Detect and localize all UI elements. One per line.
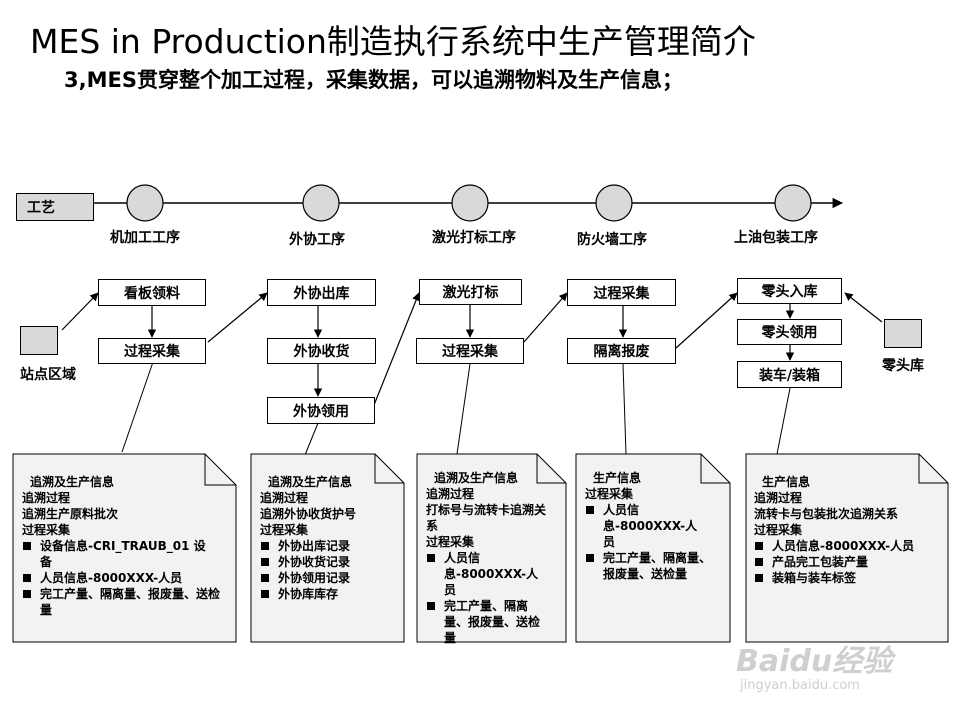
trace-note-1: 追溯及生产信息 追溯过程 追溯生产原料批次 过程采集 设备信息-CRI_TRAU… xyxy=(22,474,227,618)
note-line: 追溯过程 xyxy=(260,491,309,505)
station-area-label: 站点区域 xyxy=(20,367,76,383)
callout-line xyxy=(304,422,319,456)
flow-arrow xyxy=(207,292,268,343)
step-box: 激光打标 xyxy=(419,279,522,305)
note-bullet: 人员信息-8000XXX-人员 xyxy=(22,570,227,586)
flow-arrow xyxy=(844,292,883,323)
note-bullet: 外协出库记录 xyxy=(260,538,400,554)
note-bullet: 设备信息-CRI_TRAUB_01 设备 xyxy=(22,538,210,570)
operation-label: 激光打标工序 xyxy=(432,230,516,246)
note-line: 过程采集 xyxy=(585,487,634,501)
step-box: 隔离报废 xyxy=(567,338,676,364)
remainder-store-label: 零头库 xyxy=(882,358,924,374)
note-bullet: 完工产量、隔离量、报废量、送检量 xyxy=(426,598,549,646)
callout-line xyxy=(622,363,627,455)
step-box: 装车/装箱 xyxy=(737,361,842,388)
timeline-node xyxy=(451,184,489,222)
flow-arrow xyxy=(371,292,421,411)
timeline-node xyxy=(126,184,164,222)
step-box: 外协收货 xyxy=(267,338,376,364)
baidu-watermark-url: jingyan.baidu.com xyxy=(740,678,860,693)
note-line: 流转卡与包装批次追溯关系 xyxy=(754,507,899,521)
flow-arrow xyxy=(675,292,738,349)
flow-arrow xyxy=(61,292,99,331)
operation-label: 外协工序 xyxy=(289,232,345,248)
note-bullet: 人员信息-8000XXX-人员 xyxy=(585,502,708,550)
step-box: 过程采集 xyxy=(416,338,524,364)
timeline-node xyxy=(302,184,340,222)
note-line: 打标号与流转卡追溯关系 xyxy=(426,503,547,533)
note-bullet: 装箱与装车标签 xyxy=(754,570,939,586)
callout-line xyxy=(121,361,154,453)
note-heading: 追溯及生产信息 xyxy=(434,471,519,485)
note-bullet: 产品完工包装产量 xyxy=(754,554,939,570)
step-box: 外协出库 xyxy=(267,279,376,306)
station-area-icon xyxy=(20,326,58,355)
note-bullet: 外协收货记录 xyxy=(260,554,400,570)
note-line: 过程采集 xyxy=(260,523,309,537)
operation-label: 防火墙工序 xyxy=(577,232,647,248)
operation-label: 机加工工序 xyxy=(110,230,180,246)
trace-note-4: 生产信息 过程采集 人员信息-8000XXX-人员 完工产量、隔离量、报废量、送… xyxy=(585,470,720,582)
note-shape-4 xyxy=(575,453,731,643)
note-shape-5 xyxy=(745,453,949,643)
note-bullets: 外协出库记录 外协收货记录 外协领用记录 外协库库存 xyxy=(260,538,400,602)
note-shape-2 xyxy=(250,453,405,643)
note-line: 追溯过程 xyxy=(22,491,71,505)
page-subtitle: 3,MES贯穿整个加工过程，采集数据，可以追溯物料及生产信息； xyxy=(64,68,683,92)
page-title: MES in Production制造执行系统中生产管理简介 xyxy=(30,22,756,61)
note-shape-1 xyxy=(12,453,237,643)
step-box: 零头入库 xyxy=(737,278,842,304)
note-bullet: 外协领用记录 xyxy=(260,570,400,586)
note-bullet: 人员信息-8000XXX-人员 xyxy=(754,538,922,554)
note-bullet: 完工产量、隔离量、报废量、送检量 xyxy=(22,586,225,618)
note-line: 追溯过程 xyxy=(754,491,803,505)
step-box: 过程采集 xyxy=(98,338,206,364)
baidu-watermark-logo: Baidu经验 xyxy=(736,644,893,679)
note-bullet: 外协库库存 xyxy=(260,586,400,602)
remainder-store-icon xyxy=(884,319,922,348)
note-line: 追溯过程 xyxy=(426,487,475,501)
step-box: 过程采集 xyxy=(567,279,676,306)
timeline-node xyxy=(595,184,633,222)
note-line: 过程采集 xyxy=(754,523,803,537)
note-heading: 生产信息 xyxy=(762,475,811,489)
note-bullet: 完工产量、隔离量、报废量、送检量 xyxy=(585,550,711,582)
note-heading: 生产信息 xyxy=(593,471,642,485)
callout-line xyxy=(456,363,471,455)
note-line: 过程采集 xyxy=(22,523,71,537)
step-box: 零头领用 xyxy=(737,319,842,345)
note-line: 追溯生产原料批次 xyxy=(22,507,119,521)
operation-label: 上油包装工序 xyxy=(734,230,818,246)
note-heading: 追溯及生产信息 xyxy=(268,475,353,489)
note-line: 追溯外协收货护号 xyxy=(260,507,357,521)
note-bullets: 人员信息-8000XXX-人员 产品完工包装产量 装箱与装车标签 xyxy=(754,538,939,586)
craft-label: 工艺 xyxy=(16,193,94,221)
note-bullets: 人员信息-8000XXX-人员 完工产量、隔离量、报废量、送检量 xyxy=(426,550,556,646)
note-bullets: 人员信息-8000XXX-人员 完工产量、隔离量、报废量、送检量 xyxy=(585,502,720,582)
trace-note-2: 追溯及生产信息 追溯过程 追溯外协收货护号 过程采集 外协出库记录 外协收货记录… xyxy=(260,474,400,602)
flow-arrow xyxy=(523,292,568,343)
callout-line xyxy=(776,387,791,455)
timeline-node xyxy=(774,184,812,222)
step-box: 看板领料 xyxy=(98,279,206,306)
note-shape-3 xyxy=(416,453,567,643)
note-bullets: 设备信息-CRI_TRAUB_01 设备 人员信息-8000XXX-人员 完工产… xyxy=(22,538,227,618)
trace-note-5: 生产信息 追溯过程 流转卡与包装批次追溯关系 过程采集 人员信息-8000XXX… xyxy=(754,474,939,586)
note-heading: 追溯及生产信息 xyxy=(30,475,115,489)
trace-note-3: 追溯及生产信息 追溯过程 打标号与流转卡追溯关系 过程采集 人员信息-8000X… xyxy=(426,470,556,646)
step-box: 外协领用 xyxy=(267,397,375,424)
note-line: 过程采集 xyxy=(426,535,475,549)
note-bullet: 人员信息-8000XXX-人员 xyxy=(426,550,549,598)
